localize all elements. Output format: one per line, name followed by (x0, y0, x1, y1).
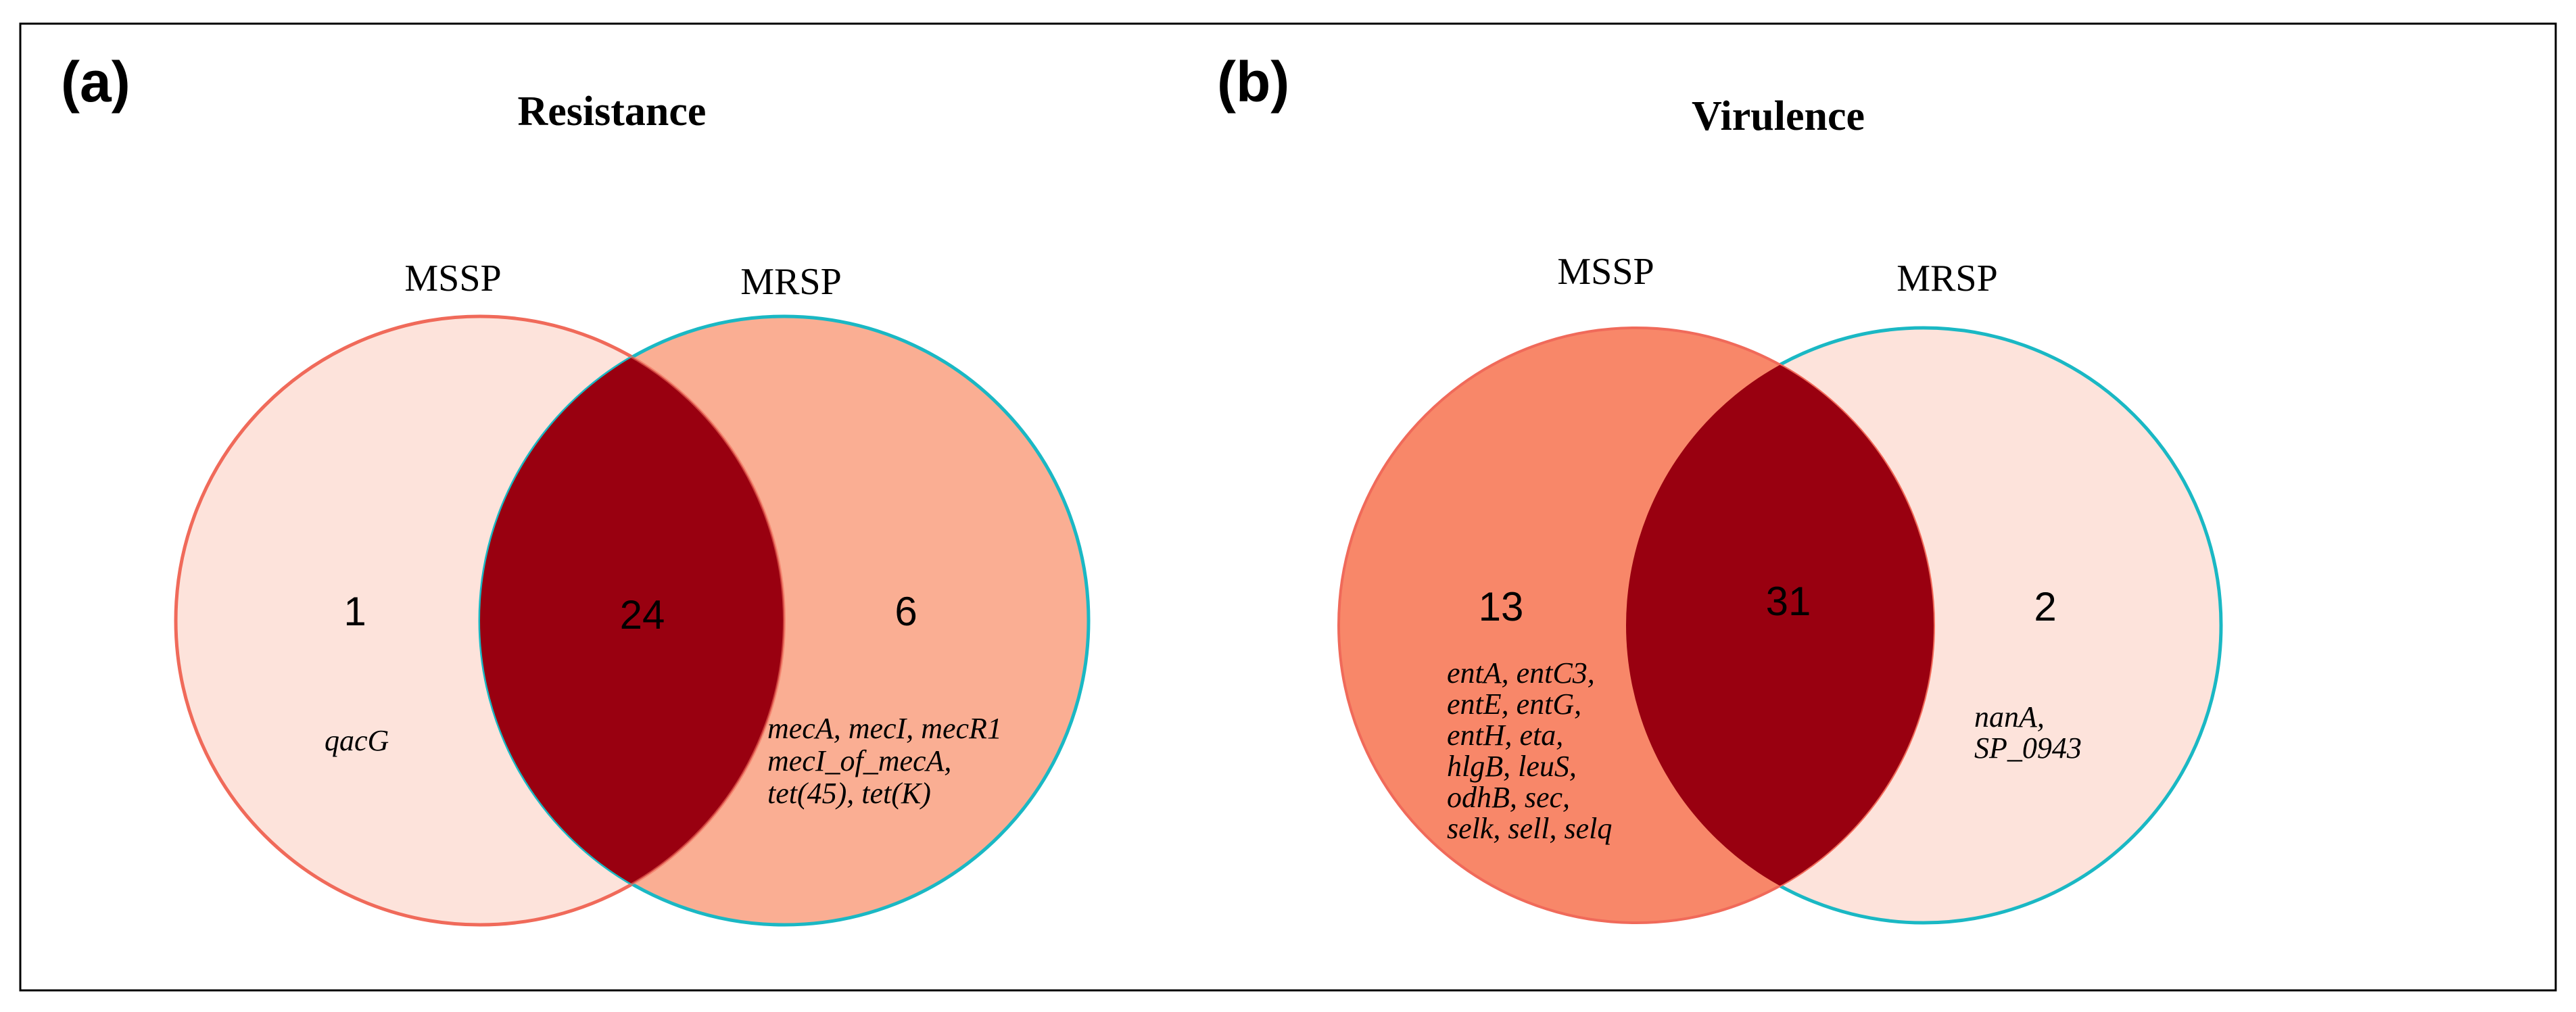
gene-line: tet(45), tet(K) (767, 777, 931, 810)
panel-title-resistance: Resistance (518, 89, 707, 135)
gene-line: odhB, sec, (1447, 781, 1570, 814)
gene-line: qacG (325, 724, 389, 757)
gene-line: mecA, mecI, mecR1 (767, 712, 1002, 745)
count-mssp-only-resistance: 1 (343, 589, 366, 634)
gene-line: SP_0943 (1974, 731, 2082, 765)
count-mrsp-only-resistance: 6 (895, 589, 917, 634)
venn-outline-mssp-resistance (174, 315, 786, 926)
set-label-mrsp-resistance: MRSP (740, 261, 841, 303)
venn-intersection-resistance (480, 316, 784, 925)
gene-line: entE, entG, (1447, 688, 1581, 721)
count-mrsp-only-virulence: 2 (2034, 584, 2056, 629)
set-label-mssp-resistance: MSSP (404, 258, 501, 299)
gene-line: entH, eta, (1447, 719, 1563, 752)
gene-line: mecI_of_mecA, (767, 744, 951, 777)
panel-resistance: (a) Resistance MSSP MRSP 1 24 6 qacG mec… (61, 50, 1091, 927)
genes-mrsp-only-virulence: nanA, SP_0943 (1974, 700, 2082, 765)
gene-line: hlgB, leuS, (1447, 750, 1577, 783)
set-label-mrsp-virulence: MRSP (1897, 258, 1997, 299)
genes-mssp-only-resistance: qacG (325, 724, 389, 757)
count-shared-resistance: 24 (620, 592, 665, 637)
panel-label-a: (a) (61, 50, 130, 114)
gene-line: nanA, (1974, 700, 2045, 733)
genes-mssp-only-virulence: entA, entC3, entE, entG, entH, eta, hlgB… (1447, 656, 1612, 845)
panel-virulence: (b) Virulence MSSP MRSP 13 31 2 entA, en… (1217, 50, 2223, 925)
genes-mrsp-only-resistance: mecA, mecI, mecR1 mecI_of_mecA, tet(45),… (767, 712, 1009, 810)
gene-line: entA, entC3, (1447, 656, 1595, 690)
panel-title-virulence: Virulence (1692, 93, 1865, 139)
count-shared-virulence: 31 (1766, 579, 1811, 624)
set-label-mssp-virulence: MSSP (1557, 251, 1654, 293)
count-mssp-only-virulence: 13 (1479, 584, 1524, 629)
gene-line: selk, sell, selq (1447, 812, 1612, 845)
panel-label-b: (b) (1217, 50, 1289, 114)
venn-intersection-virulence (1626, 328, 1934, 923)
